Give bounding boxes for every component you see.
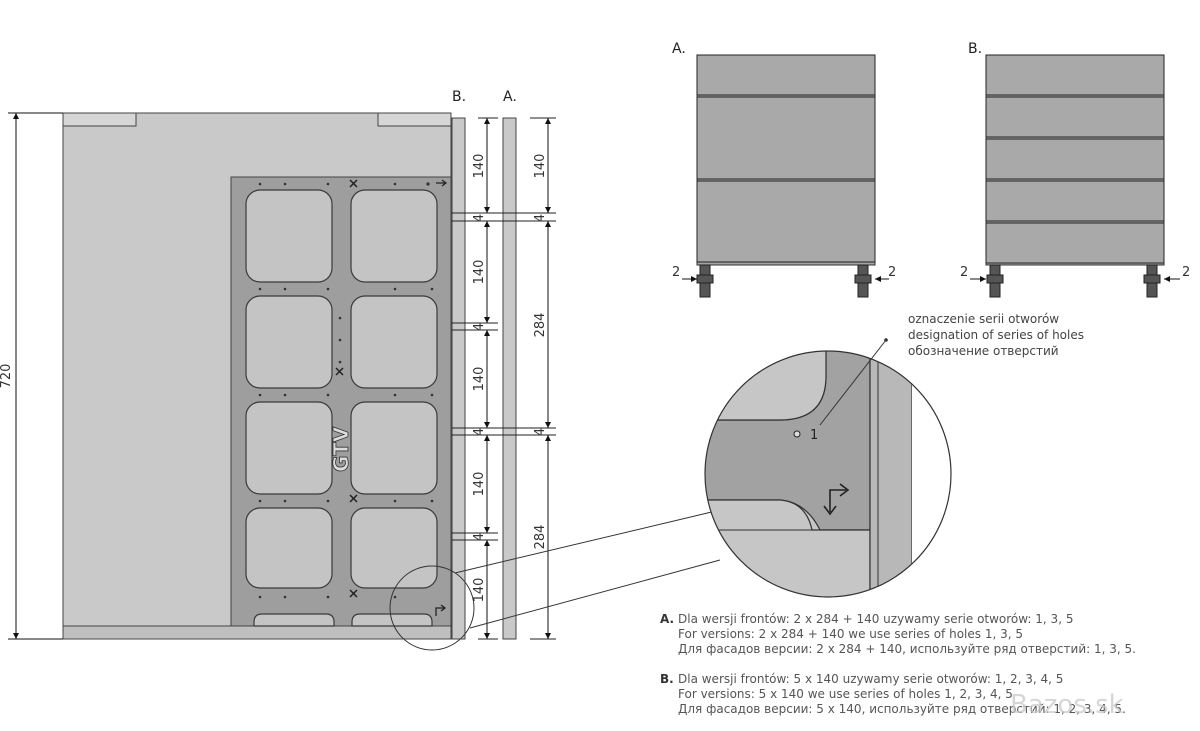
direction-arrow-icon-detail (829, 483, 850, 512)
hole-series-note-en: designation of series of holes (908, 328, 1084, 342)
dim-a-gap-1: 4 (533, 214, 548, 222)
dim-b-2: 140 (472, 260, 487, 285)
note-version-b: B. Dla wersji frontów: 5 x 140 uzywamy se… (660, 672, 1126, 717)
cabinet-a-gap-right: 2 (888, 265, 896, 280)
dim-a-gap-2: 4 (533, 428, 548, 436)
cabinet-a: A. 2 2 (672, 41, 896, 298)
cabinet-a-gap-left: 2 (672, 265, 680, 280)
cabinet-b: B. 2 2 (960, 41, 1190, 298)
dim-b-gap-2: 4 (472, 323, 487, 331)
detail-marker-circle (389, 565, 475, 651)
dim-b-3: 140 (472, 367, 487, 392)
brand-logo: GTV (329, 426, 353, 472)
note-a-key: A. (660, 612, 675, 626)
cabinet-b-gap-right: 2 (1182, 265, 1190, 280)
cabinet-b-label: B. (968, 41, 982, 57)
hole-series-marker: 1 (810, 428, 818, 443)
front-strip-a (502, 117, 517, 640)
dim-total-height: 720 (0, 364, 14, 389)
note-b-en: For versions: 5 x 140 we use series of h… (678, 687, 1013, 701)
dim-a-1: 140 (533, 154, 548, 179)
note-b-key: B. (660, 672, 674, 686)
direction-arrow-icon (435, 604, 447, 616)
dim-a-2: 284 (533, 313, 548, 338)
dim-b-5: 140 (472, 578, 487, 603)
note-a-ru: Для фасадов версии: 2 x 284 + 140, испол… (678, 642, 1136, 656)
watermark: Bazos.sk (1010, 690, 1124, 720)
note-a-en: For versions: 2 x 284 + 140 we use serie… (678, 627, 1023, 641)
cabinet-a-label: A. (672, 41, 686, 57)
dim-b-gap-1: 4 (472, 214, 487, 222)
hole-series-note-pl: oznaczenie serii otworów (908, 312, 1059, 326)
label-b-strip: B. (452, 89, 466, 105)
note-a-pl: Dla wersji frontów: 2 x 284 + 140 uzywam… (678, 612, 1074, 626)
detail-magnified-view: 1 (704, 338, 952, 598)
label-a-strip: A. (503, 89, 517, 105)
dim-b-gap-4: 4 (472, 533, 487, 541)
side-panel-view: GTV (0, 89, 556, 640)
note-version-a: A.Dla wersji frontów: 2 x 284 + 140 uzyw… (660, 612, 1136, 657)
dim-a-3: 284 (533, 525, 548, 550)
dim-b-1: 140 (472, 154, 487, 179)
front-strip-b (451, 117, 466, 640)
dim-b-4: 140 (472, 472, 487, 497)
dim-b-gap-3: 4 (472, 428, 487, 436)
hole-series-note-ru: обозначение отверстий (908, 344, 1059, 358)
note-b-ru: Для фасадов версии: 5 x 140, используйте… (678, 702, 1126, 716)
note-b-pl: Dla wersji frontów: 5 x 140 uzywamy seri… (678, 672, 1064, 686)
cabinet-b-gap-left: 2 (960, 265, 968, 280)
